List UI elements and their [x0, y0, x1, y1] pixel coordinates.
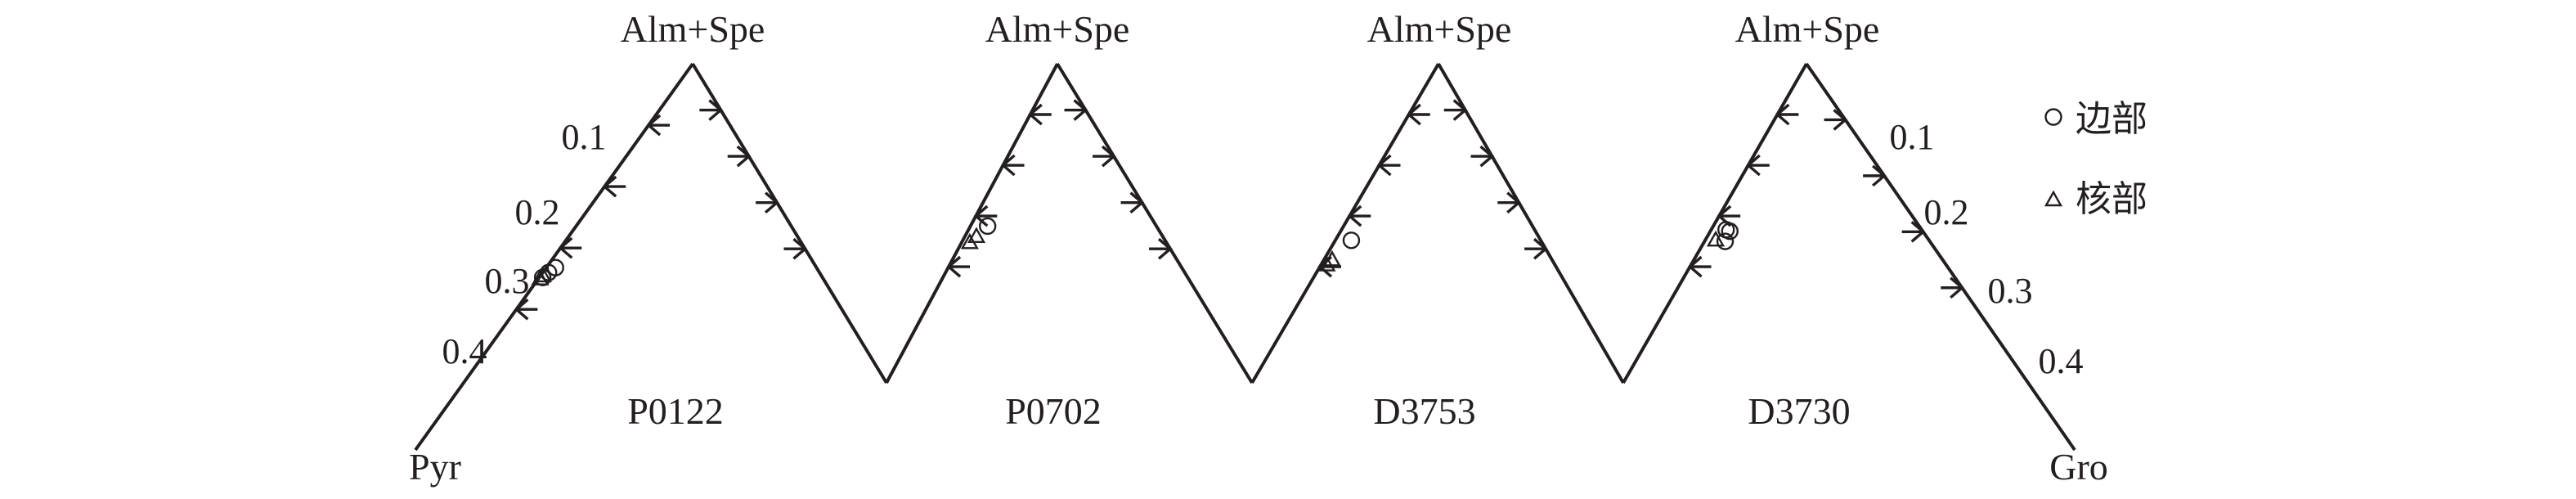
apex-label-d3730: Alm+Spe — [1735, 8, 1880, 50]
apex-label-p0122: Alm+Spe — [621, 8, 765, 50]
left-tick-label-4: 0.4 — [442, 331, 487, 371]
left-edge-p0702-tick-head-4 — [946, 255, 962, 278]
right-edge-p0702-tick-head-1 — [1073, 99, 1088, 121]
right-edge-p0122-tick-head-4 — [792, 237, 808, 260]
left-edge-p0702 — [885, 63, 1059, 384]
left-tick-label-1: 0.1 — [562, 117, 607, 157]
corner-label-gro: Gro — [2049, 446, 2108, 488]
sample-label-p0702: P0702 — [1005, 390, 1102, 432]
right-edge-p0122-tick-head-1 — [708, 99, 723, 121]
left-edge-d3753-tick-head-2 — [1376, 154, 1392, 177]
legend-label-core: 核部 — [2076, 179, 2147, 219]
left-edge-p0702-tick-head-1 — [1028, 103, 1043, 126]
corner-label-pyr: Pyr — [409, 446, 461, 488]
data-point-p0122-5 — [533, 268, 552, 286]
right-tick-label-4: 0.4 — [2039, 341, 2084, 381]
tick-marks — [514, 99, 1964, 321]
left-edge-d3753-tick-head-3 — [1347, 205, 1362, 227]
left-edge-d3753-tick-head-1 — [1407, 103, 1421, 126]
sample-label-p0122: P0122 — [627, 390, 724, 432]
right-edge-p0702-tick-head-3 — [1129, 191, 1145, 214]
right-tick-label-1: 0.1 — [1890, 117, 1935, 157]
right-edge-d3730 — [1805, 62, 2076, 452]
data-point-p0122-4 — [540, 263, 558, 281]
left-edge-p0122-tick-head-3 — [558, 236, 573, 259]
left-edge-d3730-tick-head-4 — [1687, 255, 1703, 278]
left-tick-label-3: 0.3 — [485, 261, 530, 301]
right-edge-p0122 — [691, 62, 888, 384]
left-edge-d3730-tick-head-2 — [1746, 154, 1761, 177]
data-point-d3753-1 — [1342, 232, 1361, 250]
left-edge-d3753 — [1250, 62, 1440, 384]
left-edge-d3730 — [1622, 63, 1808, 384]
right-tick-label-3: 0.3 — [1988, 271, 2033, 311]
right-edge-d3753-tick-head-2 — [1479, 145, 1495, 168]
left-edge-p0122-tick-head-2 — [602, 175, 617, 198]
right-edge-d3753-tick-head-4 — [1533, 237, 1548, 260]
right-edge-d3730-tick-head-2 — [1872, 164, 1887, 187]
right-edge-d3730-tick-head-3 — [1910, 221, 1926, 243]
data-point-d3753-3 — [1317, 255, 1336, 272]
legend-circle-symbol — [2044, 108, 2062, 126]
apex-label-d3753: Alm+Spe — [1367, 8, 1512, 50]
data-point-d3730-3 — [1706, 230, 1726, 247]
right-edge-d3753 — [1437, 62, 1625, 384]
legend-triangle-symbol — [2044, 190, 2063, 207]
left-edge-p0702-tick-head-2 — [1000, 154, 1016, 177]
right-edge-d3730-tick-head-1 — [1833, 109, 1848, 131]
left-edge-p0122-tick-head-4 — [514, 298, 529, 321]
data-point-p0702-3 — [960, 232, 979, 250]
data-points — [531, 217, 1739, 286]
right-edge-d3730-tick-head-4 — [1950, 276, 1964, 299]
right-edge-p0122-tick-head-3 — [764, 191, 779, 214]
sample-label-d3730: D3730 — [1748, 390, 1850, 432]
left-edge-d3730-tick-head-1 — [1775, 103, 1790, 126]
legend-label-rim: 边部 — [2076, 99, 2147, 139]
right-edge-p0702-tick-head-2 — [1101, 145, 1116, 168]
left-edge-p0702-tick-head-3 — [973, 205, 989, 227]
data-point-d3730-2 — [1721, 222, 1739, 241]
left-tick-label-2: 0.2 — [515, 192, 560, 232]
right-edge-d3753-tick-head-1 — [1452, 99, 1468, 121]
right-edge-p0702 — [1056, 62, 1254, 384]
sample-label-d3753: D3753 — [1373, 390, 1475, 432]
left-edge-p0122-tick-head-1 — [646, 114, 662, 137]
right-edge-p0122-tick-head-2 — [736, 145, 752, 168]
diagram-edges — [414, 62, 2076, 452]
data-point-d3730-4 — [1716, 232, 1735, 250]
data-point-p0702-2 — [967, 227, 986, 244]
data-point-p0702-1 — [978, 217, 997, 236]
left-edge-p0122 — [414, 62, 694, 452]
legend: 边部 核部 — [2044, 99, 2147, 219]
right-tick-label-2: 0.2 — [1924, 192, 1969, 232]
apex-label-p0702: Alm+Spe — [985, 8, 1130, 50]
right-edge-d3753-tick-head-3 — [1506, 191, 1521, 214]
right-edge-p0702-tick-head-4 — [1157, 237, 1173, 260]
